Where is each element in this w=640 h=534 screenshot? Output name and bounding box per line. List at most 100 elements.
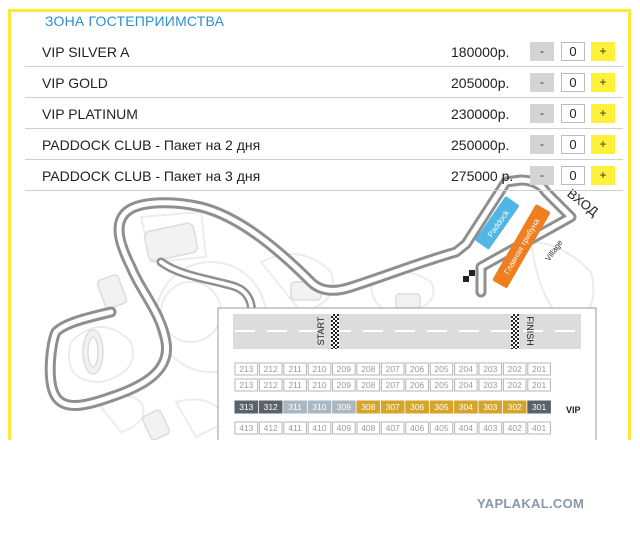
- seat-block-number: 305: [434, 402, 448, 412]
- seat-block-number: 413: [239, 423, 253, 433]
- seat-block: [502, 400, 527, 414]
- seat-block-number: 407: [386, 423, 400, 433]
- seat-block-number: 408: [361, 423, 375, 433]
- increase-button[interactable]: +: [591, 135, 615, 154]
- seat-block-number: 409: [337, 423, 351, 433]
- seat-block-number: 307: [386, 402, 400, 412]
- seat-block: [380, 400, 405, 414]
- checkered-flag-icon: [463, 270, 475, 282]
- seat-block-number: 301: [532, 402, 546, 412]
- seat-block: [454, 362, 478, 376]
- increase-button[interactable]: +: [591, 42, 615, 61]
- increase-button[interactable]: +: [591, 73, 615, 92]
- package-list: VIP SILVER A 180000р. - + VIP GOLD 20500…: [25, 36, 623, 191]
- seat-block-number: 201: [532, 380, 546, 390]
- seat-block: [478, 400, 503, 414]
- seat-block: [307, 362, 332, 376]
- seat-block-number: 211: [288, 364, 302, 374]
- increase-button[interactable]: +: [591, 166, 615, 185]
- seat-block-number: 205: [434, 364, 448, 374]
- seat-block-number: 311: [288, 402, 302, 412]
- package-row: VIP PLATINUM 230000р. - +: [25, 98, 623, 129]
- seat-block-number: 212: [264, 364, 278, 374]
- seat-block: [380, 421, 405, 435]
- seat-block: [258, 421, 283, 435]
- package-price: 250000р.: [451, 137, 510, 153]
- quantity-input[interactable]: [561, 135, 585, 154]
- package-row: PADDOCK CLUB - Пакет на 3 дня 275000 р. …: [25, 160, 623, 191]
- start-label: START: [316, 316, 326, 345]
- quantity-input[interactable]: [561, 42, 585, 61]
- hospitality-panel: ЗОНА ГОСТЕПРИИМСТВА: [8, 9, 631, 440]
- seat-block-number: 401: [532, 423, 546, 433]
- vip-row-label: VIP: [566, 405, 581, 415]
- seat-block: [332, 421, 356, 435]
- seat-block: [429, 378, 454, 392]
- package-price: 180000р.: [451, 44, 510, 60]
- decrease-button[interactable]: -: [530, 104, 554, 123]
- seat-block-number: 310: [312, 402, 326, 412]
- seat-block: [380, 378, 405, 392]
- increase-button[interactable]: +: [591, 104, 615, 123]
- package-name: VIP SILVER A: [42, 44, 130, 60]
- seat-block-number: 209: [337, 364, 351, 374]
- seat-block: [258, 362, 283, 376]
- seat-block: [234, 400, 259, 414]
- seat-block: [356, 378, 381, 392]
- seat-block: [527, 362, 551, 376]
- seat-block-number: 412: [264, 423, 278, 433]
- decrease-button[interactable]: -: [530, 42, 554, 61]
- seat-block: [454, 400, 478, 414]
- seat-block-number: 208: [361, 364, 375, 374]
- seat-block: [454, 421, 478, 435]
- seat-block-number: 308: [361, 402, 375, 412]
- circuit-map: Paddock Главная трибуна Village ВХОД STA…: [44, 174, 601, 440]
- seat-block: [234, 421, 259, 435]
- package-price: 230000р.: [451, 106, 510, 122]
- decrease-button[interactable]: -: [530, 166, 554, 185]
- quantity-input[interactable]: [561, 104, 585, 123]
- seat-block-number: 403: [483, 423, 497, 433]
- seat-block: [478, 378, 503, 392]
- decrease-button[interactable]: -: [530, 135, 554, 154]
- seat-block-number: 313: [239, 402, 253, 412]
- seat-block: [332, 378, 356, 392]
- package-row: PADDOCK CLUB - Пакет на 2 дня 250000р. -…: [25, 129, 623, 160]
- seat-block-number: 209: [337, 380, 351, 390]
- seat-block-number: 405: [434, 423, 448, 433]
- seat-block: [405, 362, 429, 376]
- package-price: 275000 р.: [451, 168, 514, 184]
- seat-block-number: 210: [312, 380, 326, 390]
- seat-block: [405, 378, 429, 392]
- seat-block-number: 210: [312, 364, 326, 374]
- seat-block: [283, 362, 307, 376]
- seat-block: [307, 421, 332, 435]
- seat-block: [478, 421, 503, 435]
- seat-block: [502, 421, 527, 435]
- seat-block: [283, 378, 307, 392]
- seat-block: [356, 400, 381, 414]
- seat-block: [283, 400, 307, 414]
- seat-block-number: 202: [508, 364, 522, 374]
- quantity-input[interactable]: [561, 166, 585, 185]
- seat-block-number: 406: [410, 423, 424, 433]
- seat-block: [405, 400, 429, 414]
- quantity-input[interactable]: [561, 73, 585, 92]
- seat-block-number: 213: [239, 380, 253, 390]
- section-title: ЗОНА ГОСТЕПРИИМСТВА: [39, 12, 231, 30]
- watermark: YAPLAKAL.COM: [477, 496, 585, 511]
- decrease-button[interactable]: -: [530, 73, 554, 92]
- seat-block: [234, 378, 259, 392]
- finish-label: FINISH: [525, 316, 535, 346]
- seat-block: [502, 378, 527, 392]
- seat-block: [478, 362, 503, 376]
- seat-block-number: 202: [508, 380, 522, 390]
- seat-block-number: 402: [508, 423, 522, 433]
- seat-block: [332, 362, 356, 376]
- seat-block: [502, 362, 527, 376]
- seat-block-number: 206: [410, 380, 424, 390]
- seat-block-number: 303: [483, 402, 497, 412]
- seat-block-number: 201: [532, 364, 546, 374]
- seat-block: [332, 400, 356, 414]
